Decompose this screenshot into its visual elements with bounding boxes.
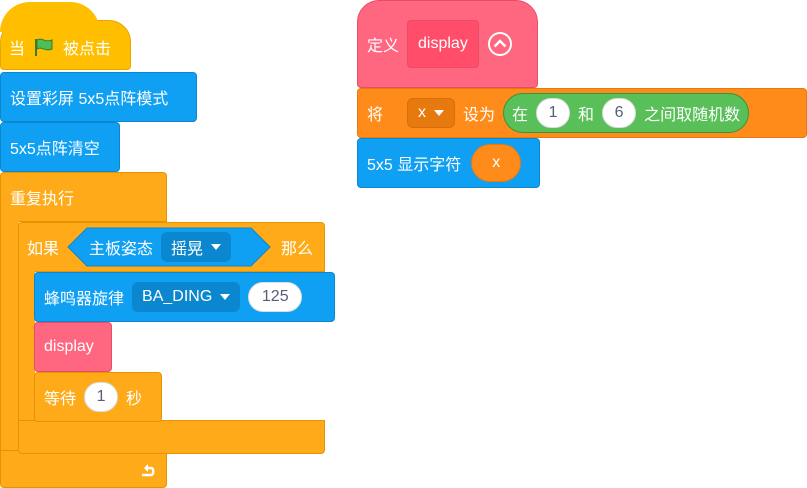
define-label: 定义	[367, 38, 400, 55]
reporter-name: x	[492, 154, 501, 171]
random-to-input[interactable]: 6	[602, 98, 637, 128]
call-display-block[interactable]: display	[34, 322, 112, 372]
dropdown-caret-icon	[211, 244, 222, 250]
define-name: display	[418, 35, 468, 52]
chevron-up-circle-icon[interactable]	[487, 31, 513, 57]
clear-matrix-block[interactable]: 5x5点阵清空	[0, 122, 120, 172]
set-label: 将	[367, 107, 384, 124]
if-top: 如果 主板姿态 摇晃 那么	[18, 222, 325, 272]
if-arm	[18, 271, 35, 423]
then-label: 那么	[281, 241, 314, 258]
hat-top	[0, 2, 100, 32]
random-from-input[interactable]: 1	[536, 98, 571, 128]
random-suffix-label: 之间取随机数	[644, 107, 741, 124]
set-variable-block[interactable]: 将 x 设为 在 1 和 6 之间取随机数	[357, 88, 807, 138]
shake-sensor-condition[interactable]: 主板姿态 摇晃	[67, 227, 271, 267]
if-label: 如果	[27, 241, 60, 258]
melody-dropdown[interactable]: BA_DING	[132, 282, 241, 312]
random-and-label: 和	[578, 107, 595, 124]
random-block[interactable]: 在 1 和 6 之间取随机数	[503, 93, 750, 133]
if-bottom	[18, 420, 325, 454]
wait-block[interactable]: 等待 1 秒	[34, 372, 162, 422]
sensor-value: 摇晃	[171, 241, 204, 258]
show-char-block[interactable]: 5x5 显示字符 x	[357, 138, 540, 188]
buzzer-melody-block[interactable]: 蜂鸣器旋律 BA_DING 125	[34, 272, 335, 322]
set-mode-label: 设置彩屏 5x5点阵模式	[10, 91, 169, 108]
forever-top: 重复执行	[0, 172, 167, 222]
dropdown-caret-icon	[434, 110, 445, 116]
define-name-slot[interactable]: display	[407, 20, 479, 68]
sensor-label: 主板姿态	[89, 241, 154, 258]
clicked-label: 被点击	[64, 35, 112, 59]
variable-dropdown[interactable]: x	[407, 98, 456, 128]
wait-label: 等待	[44, 391, 77, 408]
melody-value: BA_DING	[142, 288, 213, 305]
clear-label: 5x5点阵清空	[10, 141, 100, 158]
variable-reporter[interactable]: x	[471, 144, 522, 182]
loop-arrow-icon	[142, 464, 155, 477]
forever-arm	[0, 221, 19, 461]
variable-name: x	[418, 104, 427, 121]
random-from-label: 在	[512, 107, 529, 124]
define-display-block[interactable]: 定义 display	[357, 0, 538, 88]
show-char-label: 5x5 显示字符	[367, 157, 462, 174]
sensor-dropdown[interactable]: 摇晃	[161, 232, 232, 262]
to-label: 设为	[463, 107, 496, 124]
seconds-unit-label: 秒	[126, 391, 143, 408]
call-display-label: display	[44, 338, 94, 355]
when-label: 当	[10, 35, 26, 59]
buzzer-label: 蜂鸣器旋律	[44, 291, 125, 308]
tempo-input[interactable]: 125	[248, 282, 303, 312]
if-block[interactable]: 如果 主板姿态 摇晃 那么	[18, 222, 325, 454]
dropdown-caret-icon	[220, 294, 231, 300]
forever-block[interactable]: 重复执行	[0, 172, 168, 488]
wait-seconds-input[interactable]: 1	[84, 382, 119, 412]
set-screen-mode-block[interactable]: 设置彩屏 5x5点阵模式	[0, 72, 197, 122]
forever-label: 重复执行	[10, 191, 75, 208]
